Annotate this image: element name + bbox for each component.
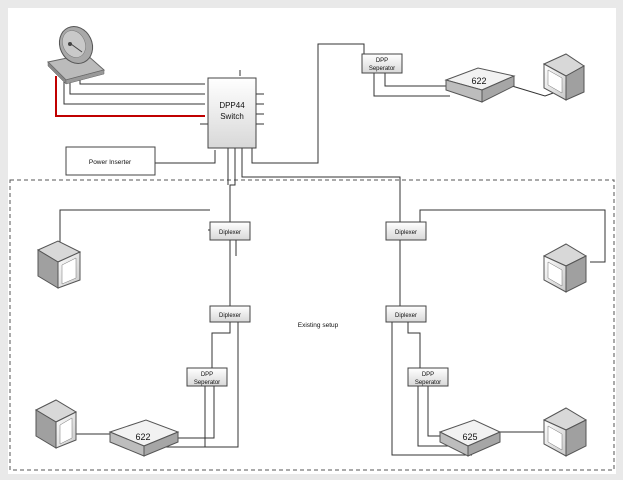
tv-icon-right-bottom: [542, 407, 588, 457]
receiver-label-top-right: 622: [471, 76, 486, 86]
dpp-separator-right: DPP Seperator: [407, 367, 449, 387]
diplexer-left-2: Diplexer: [209, 305, 251, 323]
tv-icon-top-right: [542, 53, 585, 101]
receiver-622-top-right: 622: [444, 67, 516, 103]
separator-label-line2: Seperator: [369, 66, 395, 72]
separator-label-line1: DPP: [422, 372, 434, 378]
diplexer-right-2: Diplexer: [385, 305, 427, 323]
tv-icon-right-top: [542, 243, 588, 293]
power-inserter: Power Inserter: [65, 146, 156, 176]
receiver-label-bottom-right: 625: [462, 432, 477, 442]
tv-icon-left-top: [36, 240, 82, 289]
diplexer-label: Diplexer: [395, 313, 417, 319]
dpp-separator-top-right: DPP Seperator: [361, 53, 403, 74]
tv-icon-left-bottom: [34, 399, 78, 449]
receiver-label-bottom-left: 622: [135, 432, 150, 442]
dish-feed-red-cable: [55, 76, 205, 117]
diplexer-label: Diplexer: [219, 230, 241, 236]
switch-label-line1: DPP44: [219, 101, 245, 110]
dpp44-switch: DPP44 Switch: [207, 77, 257, 149]
existing-setup-label: Existing setup: [298, 322, 339, 329]
diplexer-label: Diplexer: [395, 230, 417, 236]
wires: [59, 43, 606, 456]
diplexer-label: Diplexer: [219, 313, 241, 319]
diagram-page: [8, 8, 616, 474]
separator-label-line1: DPP: [201, 372, 213, 378]
separator-label-line2: Seperator: [194, 380, 220, 386]
separator-label-line2: Seperator: [415, 380, 441, 386]
dpp-separator-left: DPP Seperator: [186, 367, 228, 387]
dish-cable-1: [69, 78, 205, 95]
separator-label-line1: DPP: [376, 58, 388, 64]
diplexer-right-1: Diplexer: [385, 221, 427, 241]
power-inserter-label: Power Inserter: [89, 159, 132, 166]
switch-label-line2: Switch: [220, 112, 244, 121]
receiver-625-bottom-right: 625: [438, 419, 502, 457]
existing-setup-region: [9, 179, 615, 471]
satellite-dish-icon: [46, 26, 106, 85]
diplexer-left-1: Diplexer: [209, 221, 251, 241]
receiver-622-bottom-left: 622: [108, 419, 180, 457]
